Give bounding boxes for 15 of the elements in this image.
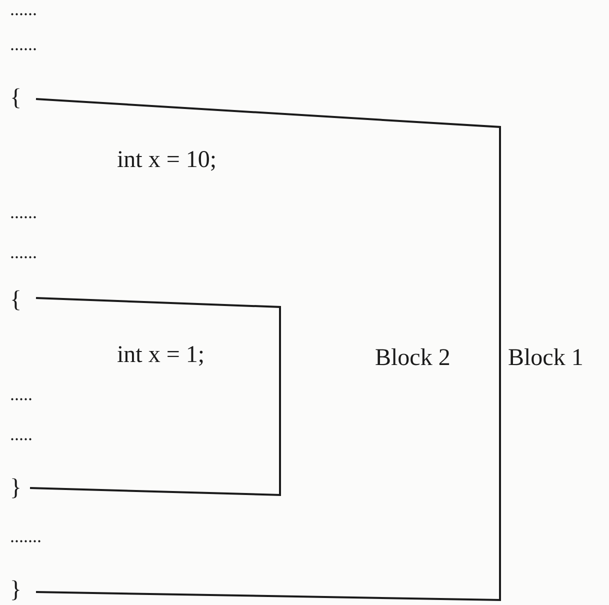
block-label: Block 2 — [375, 346, 450, 370]
code-line: ....... — [10, 527, 42, 545]
code-line: } — [10, 578, 22, 602]
code-line: int x = 10; — [117, 148, 217, 172]
code-line: ...... — [10, 203, 37, 221]
code-line: ..... — [10, 385, 32, 403]
code-line: ...... — [10, 0, 37, 18]
code-line: int x = 1; — [117, 343, 205, 367]
code-line: ...... — [10, 35, 37, 53]
code-line: ...... — [10, 243, 37, 261]
code-line: } — [10, 476, 22, 500]
block-label: Block 1 — [508, 346, 584, 370]
code-line: { — [10, 86, 22, 110]
code-line: { — [10, 288, 22, 312]
code-line: ..... — [10, 425, 32, 443]
